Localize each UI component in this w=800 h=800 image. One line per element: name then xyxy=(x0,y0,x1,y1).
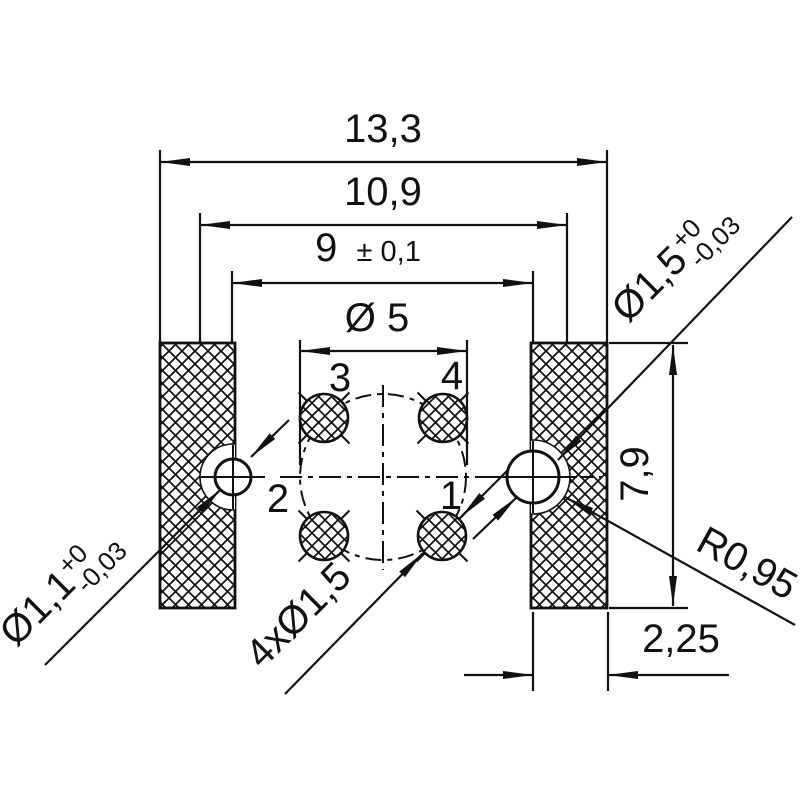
arrow-to-left-contact xyxy=(250,419,290,458)
arrow-to-hole-1 xyxy=(460,469,509,518)
hole-label-4: 4 xyxy=(441,354,463,398)
callout-tol-minus: -0,03 xyxy=(70,535,133,598)
dimension-7-9: 7,9 xyxy=(609,341,688,610)
hole-label-1: 1 xyxy=(440,474,462,518)
left-contact-hole xyxy=(201,445,265,509)
hole-4 xyxy=(416,391,470,445)
dimension-2-25: 2,25 xyxy=(464,612,729,691)
dimension-label-9: 9 ± 0,1 xyxy=(315,226,421,270)
callout-label-1-1: Ø1,1 +0 -0,03 xyxy=(0,509,133,661)
contact-holes xyxy=(297,391,470,563)
dimension-label-10-9: 10,9 xyxy=(344,170,422,214)
dimension-9: 9 ± 0,1 xyxy=(230,226,535,343)
hole-1 xyxy=(415,509,469,563)
hole-label-2: 2 xyxy=(267,477,289,521)
hole-outline xyxy=(298,392,350,444)
callout-4x-diameter-1-5: 4xØ1,5 xyxy=(237,552,424,695)
callout-label-1-5: Ø1,5 +0 -0,03 xyxy=(593,184,746,337)
dimension-tolerance: ± 0,1 xyxy=(357,236,421,268)
dimension-label-pitch: Ø 5 xyxy=(345,296,409,340)
callout-label-r095: R0,95 xyxy=(690,518,800,608)
callout-tol-minus: -0,03 xyxy=(683,210,746,273)
dimension-pitch-diameter: Ø 5 xyxy=(298,296,469,465)
dimension-label-2-25: 2,25 xyxy=(642,617,720,661)
right-contact-hole xyxy=(489,441,577,513)
hole-labels: 3 4 2 1 xyxy=(267,354,463,521)
hole-2 xyxy=(297,509,351,563)
dimension-value: 9 xyxy=(315,226,337,270)
leader-line xyxy=(564,496,796,626)
leader-line xyxy=(557,216,793,461)
leader-line xyxy=(284,552,424,695)
hole-outline xyxy=(417,392,469,444)
reference-arrows xyxy=(250,419,518,540)
dimension-label-7-9: 7,9 xyxy=(613,446,657,502)
callout-label-4x: 4xØ1,5 xyxy=(237,554,359,676)
hole-3 xyxy=(297,391,351,445)
dimension-10-9: 10,9 xyxy=(198,170,569,343)
dimension-13-3: 13,3 xyxy=(158,107,609,343)
pitch-circle xyxy=(299,393,467,561)
hole-label-3: 3 xyxy=(329,356,351,400)
insulator-blocks xyxy=(158,341,609,610)
arrow-to-right-contact xyxy=(472,496,518,540)
hole-outline xyxy=(298,510,350,562)
leader-line xyxy=(44,488,222,666)
hole-outline xyxy=(416,510,468,562)
dimension-label-13-3: 13,3 xyxy=(344,107,422,151)
